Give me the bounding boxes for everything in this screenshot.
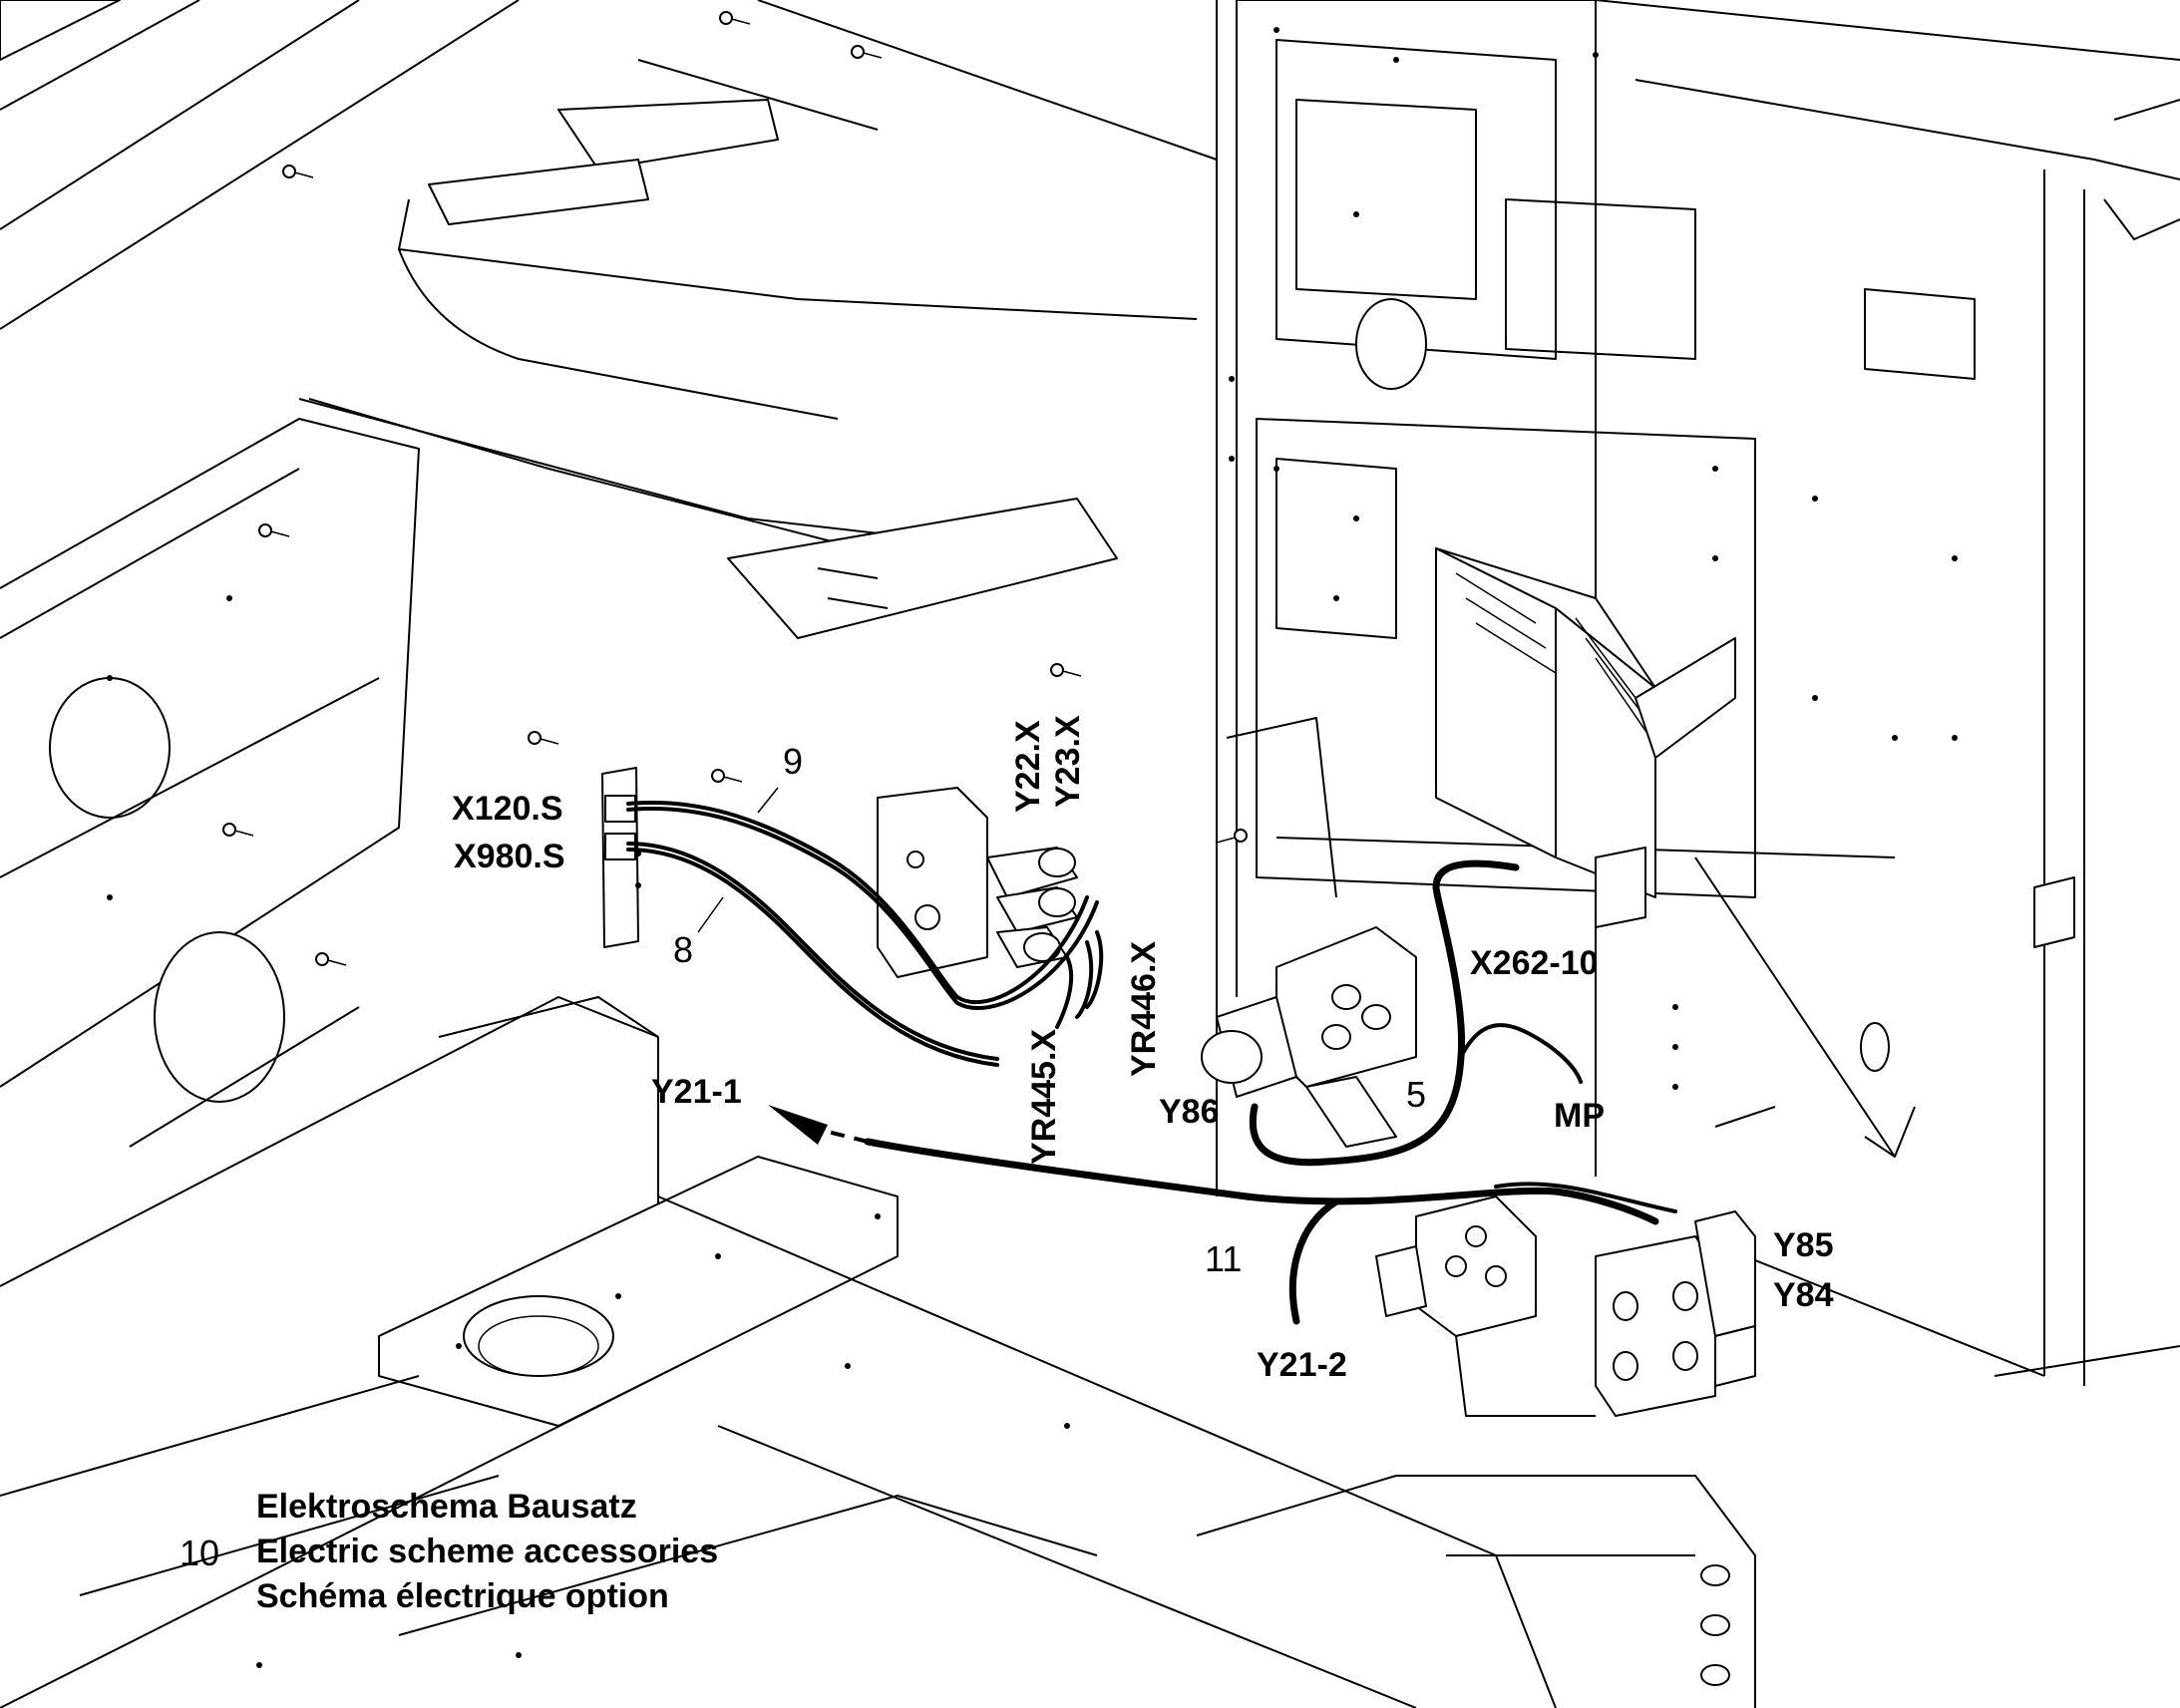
legend-line-en: Electric scheme accessories [256,1533,718,1570]
label-yr445x: YR445.X [1025,1029,1063,1165]
label-y22x: Y22.X [1009,720,1047,813]
label-x262-10: X262-10 [1470,944,1599,982]
callout-11: 11 [1205,1238,1242,1279]
label-y23x: Y23.X [1049,715,1087,808]
component-labels: X120.S X980.S Y22.X Y23.X YR446.X YR445.… [452,715,1834,1384]
callout-numbers: 9 8 5 11 [673,741,1426,1279]
legend-line-fr: Schéma électrique option [256,1577,669,1615]
frame-bolts [222,11,1248,966]
label-y21-2: Y21-2 [1257,1346,1347,1384]
legend-line-de: Elektroschema Bausatz [256,1488,637,1526]
valve-block-y84-y85 [1595,1235,1716,1417]
label-y84: Y84 [1773,1276,1834,1314]
valve-block [877,787,988,978]
legend-number: 10 [180,1533,219,1573]
label-x980s: X980.S [454,838,565,875]
callout-5: 5 [1406,1074,1426,1115]
label-y21-1: Y21-1 [651,1073,742,1111]
valve-y21 [1415,1196,1537,1337]
label-x120s: X120.S [452,790,563,828]
frame-holes [107,27,1958,1668]
label-mp: MP [1554,1097,1605,1135]
legend: 10 Elektroschema Bausatz Electric scheme… [180,1488,718,1615]
label-y86: Y86 [1159,1093,1220,1131]
label-y85: Y85 [1773,1226,1834,1264]
callout-9: 9 [783,741,803,782]
label-yr446x: YR446.X [1125,941,1163,1077]
cable-harness [626,800,1677,1325]
callout-8: 8 [673,929,693,970]
